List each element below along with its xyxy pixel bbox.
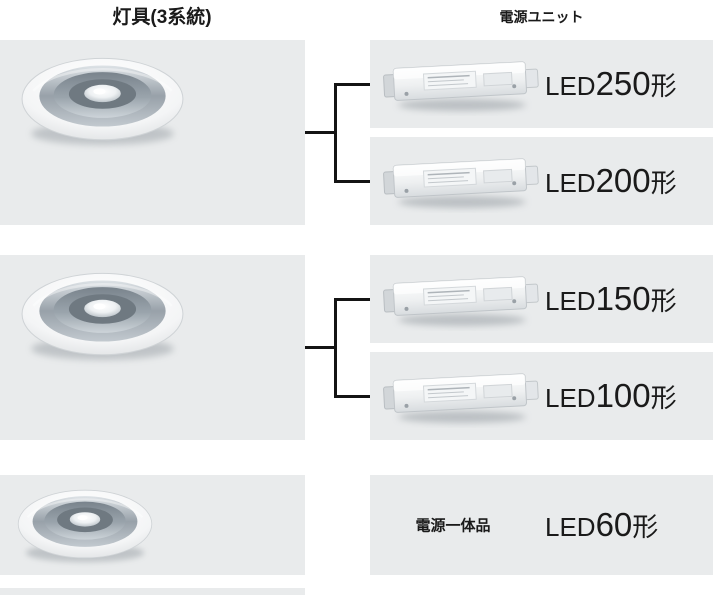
label-suffix: 形 xyxy=(632,512,659,542)
fixture-panel-1 xyxy=(0,40,305,225)
label-prefix: LED xyxy=(545,286,596,316)
label-number: 200 xyxy=(595,162,651,199)
label-number: 150 xyxy=(595,280,651,317)
power-unit-label-led100: LED100形 xyxy=(545,377,677,415)
connector-stub-row2 xyxy=(305,346,336,349)
label-number: 60 xyxy=(595,506,633,543)
downlight-image xyxy=(0,40,205,152)
next-panel-edge xyxy=(0,588,305,595)
power-unit-panel-led60: 電源一体品 LED60形 xyxy=(370,475,713,575)
fixture-panel-2 xyxy=(0,255,305,440)
label-prefix: LED xyxy=(545,383,596,413)
connector-branch-top-row2 xyxy=(334,298,382,301)
connector-stub-row1 xyxy=(305,131,336,134)
connector-branch-bottom-row1 xyxy=(334,180,382,183)
downlight-image xyxy=(0,475,170,568)
connector-spine-row2 xyxy=(334,298,337,398)
power-unit-label-led200: LED200形 xyxy=(545,162,677,200)
power-unit-image xyxy=(380,149,544,213)
downlight-image xyxy=(0,255,205,367)
label-prefix: LED xyxy=(545,512,596,542)
label-prefix: LED xyxy=(545,71,596,101)
integrated-power-note: 電源一体品 xyxy=(415,517,491,535)
label-suffix: 形 xyxy=(650,168,677,198)
power-unit-panel-led150: LED150形 xyxy=(370,255,713,343)
power-unit-panel-led100: LED100形 xyxy=(370,352,713,440)
power-units-header: 電源ユニット xyxy=(499,9,584,25)
power-unit-label-led60: LED60形 xyxy=(545,506,658,544)
label-suffix: 形 xyxy=(650,383,677,413)
power-unit-label-led150: LED150形 xyxy=(545,280,677,318)
power-unit-image xyxy=(380,267,544,331)
power-unit-panel-led250: LED250形 xyxy=(370,40,713,128)
connector-branch-bottom-row2 xyxy=(334,395,382,398)
label-suffix: 形 xyxy=(650,71,677,101)
fixtures-header: 灯具(3系統) xyxy=(112,7,212,28)
power-unit-label-led250: LED250形 xyxy=(545,65,677,103)
connector-spine-row1 xyxy=(334,83,337,183)
fixture-panel-3 xyxy=(0,475,305,575)
power-unit-image xyxy=(380,364,544,428)
label-prefix: LED xyxy=(545,168,596,198)
connector-branch-top-row1 xyxy=(334,83,382,86)
label-number: 100 xyxy=(595,377,651,414)
power-unit-image xyxy=(380,52,544,116)
label-number: 250 xyxy=(595,65,651,102)
power-unit-panel-led200: LED200形 xyxy=(370,137,713,225)
label-suffix: 形 xyxy=(650,286,677,316)
